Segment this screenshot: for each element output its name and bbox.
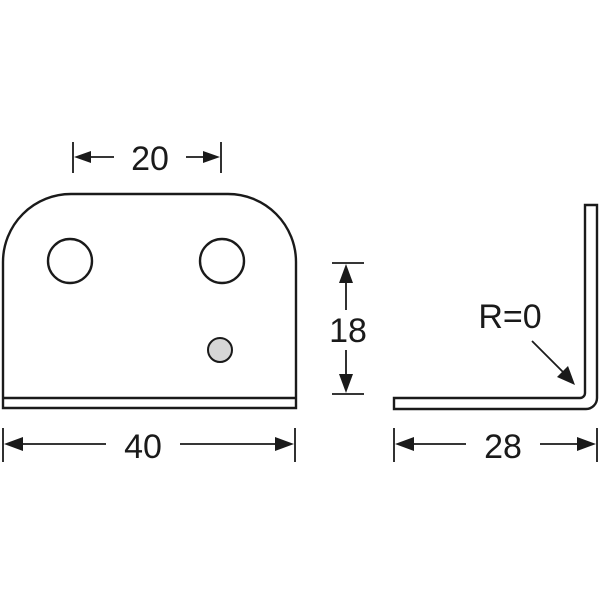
dimension-label-20: 20 [131, 140, 169, 178]
front-view [1, 192, 298, 410]
dimension-label-18: 18 [329, 312, 367, 350]
marker-dot [207, 337, 233, 363]
side-view: R=0 [392, 203, 599, 411]
arrow-right-icon [577, 437, 596, 451]
mounting-hole-right [198, 237, 246, 285]
arrow-diagonal-icon [557, 366, 575, 385]
arrow-up-icon [339, 264, 353, 283]
dimension-28: 28 [393, 428, 598, 466]
dimension-40: 40 [2, 428, 296, 466]
dimension-20: 20 [72, 140, 222, 178]
bracket-front-outline [1, 192, 298, 410]
dimension-label-40: 40 [124, 428, 162, 466]
arrow-right-icon [275, 437, 294, 451]
dimension-label-28: 28 [484, 428, 522, 466]
arrow-left-icon [395, 437, 414, 451]
dimension-18: 18 [329, 262, 367, 395]
bracket-side-profile [392, 203, 599, 411]
arrow-left-icon [74, 151, 91, 163]
mounting-hole-left [46, 237, 94, 285]
bend-radius-label: R=0 [478, 298, 541, 336]
arrow-left-icon [4, 437, 23, 451]
arrow-right-icon [203, 151, 220, 163]
arrow-down-icon [339, 374, 353, 393]
